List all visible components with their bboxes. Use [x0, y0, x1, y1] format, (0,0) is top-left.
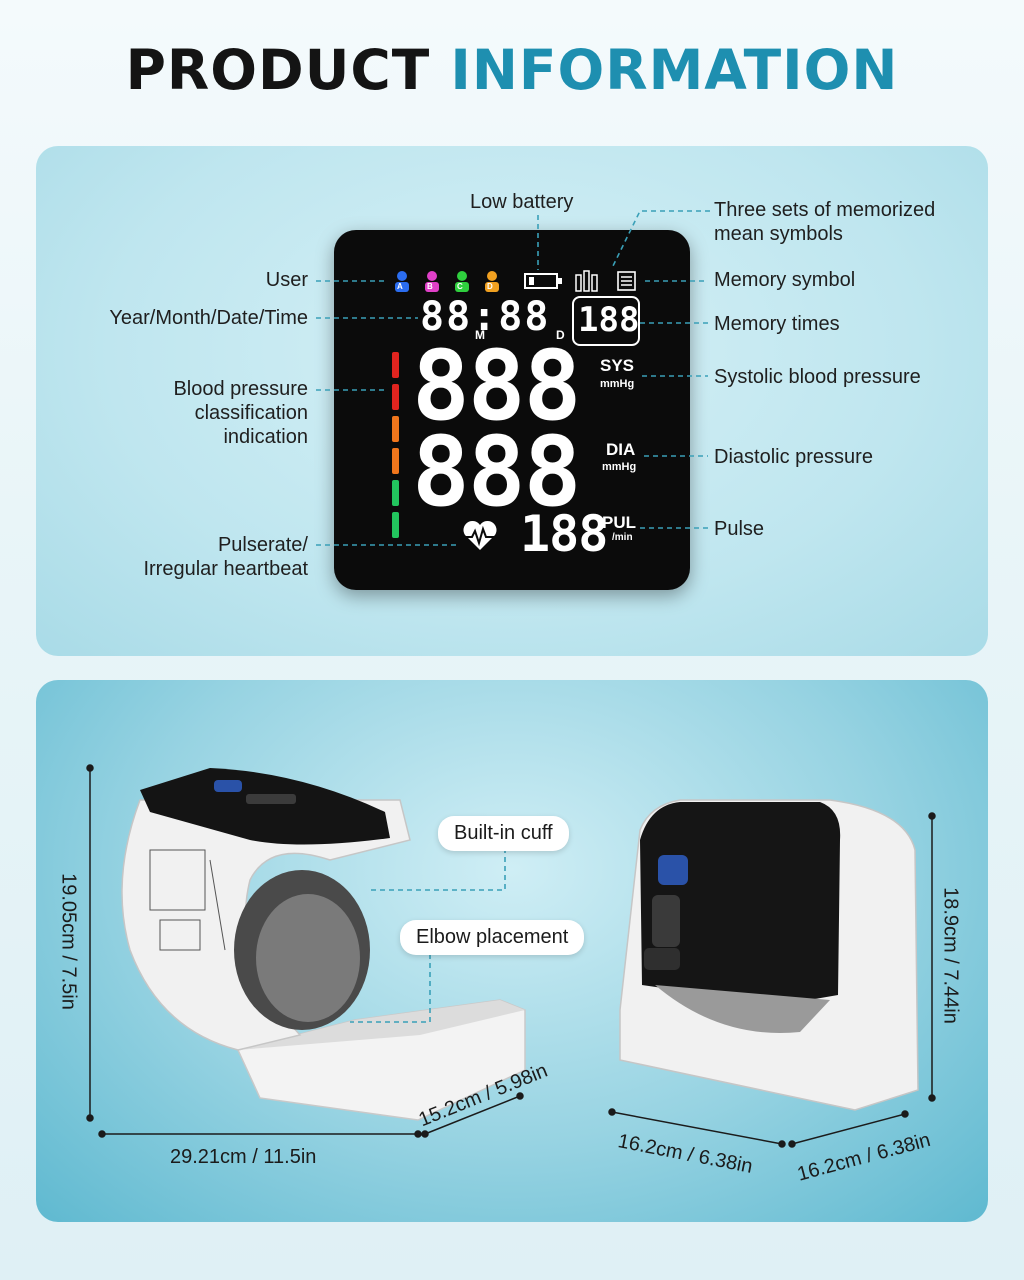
label-user: User: [265, 269, 308, 291]
lcd-screen: A B C D 88:88 M D 188 888 888 SYS mmHg D…: [334, 230, 690, 590]
user-a-icon: [395, 271, 409, 292]
label-systolic: Systolic blood pressure: [714, 366, 921, 388]
sys-digits: 888: [412, 330, 581, 442]
user-b-letter: B: [427, 282, 433, 291]
page-title: PRODUCT INFORMATION: [0, 38, 1024, 102]
label-bp-class-3: indication: [223, 426, 308, 448]
title-product: PRODUCT: [125, 38, 431, 102]
dia-digits: 888: [412, 416, 581, 528]
user-b-icon: [425, 271, 439, 292]
elbow-placement-label: Elbow placement: [400, 920, 585, 955]
user-icons: [395, 271, 499, 292]
month-marker: M: [475, 328, 485, 342]
label-irregular-heartbeat: Irregular heartbeat: [143, 558, 308, 580]
dim-left-height: 19.05cm / 7.5in: [57, 873, 80, 1010]
label-year-month-date-time: Year/Month/Date/Time: [109, 307, 308, 329]
day-marker: D: [556, 328, 565, 342]
sys-unit: mmHg: [600, 378, 635, 390]
bp-classification-bars: [392, 352, 399, 538]
user-c-icon: [455, 271, 469, 292]
heartbeat-icon: [462, 520, 498, 550]
dia-unit: mmHg: [602, 461, 637, 473]
label-bp-class-2: classification: [194, 402, 308, 424]
memory-symbol-icon: [617, 271, 636, 291]
user-d-letter: D: [487, 282, 493, 291]
memory-digits: 188: [578, 300, 640, 340]
time-digits: 88:88: [420, 294, 551, 340]
dia-label: DIA: [606, 440, 636, 459]
built-in-cuff-label: Built-in cuff: [438, 816, 569, 851]
pul-unit: /min: [612, 532, 633, 543]
sys-label: SYS: [600, 356, 635, 375]
label-pulserate: Pulserate/: [217, 534, 308, 556]
title-information: INFORMATION: [450, 38, 899, 102]
label-memory-symbol: Memory symbol: [714, 269, 856, 291]
pulse-digits: 188: [520, 505, 608, 563]
pul-label: PUL: [602, 513, 636, 532]
battery-icon: [524, 273, 562, 289]
user-a-letter: A: [397, 282, 403, 291]
memory-times-box: [572, 296, 640, 346]
user-d-icon: [485, 271, 499, 292]
label-low-battery: Low battery: [470, 191, 574, 213]
label-bp-class-1: Blood pressure: [173, 378, 308, 400]
right-device: [619, 799, 919, 1111]
memorized-mean-icon: [575, 270, 598, 292]
left-device: [121, 768, 526, 1121]
label-pulse: Pulse: [714, 518, 765, 540]
label-diastolic: Diastolic pressure: [714, 446, 873, 468]
label-three-sets: Three sets of memorized mean symbols: [714, 199, 936, 245]
dim-left-width: 29.21cm / 11.5in: [170, 1146, 317, 1168]
user-c-letter: C: [457, 282, 463, 291]
label-memory-times: Memory times: [714, 313, 840, 335]
dim-right-height: 18.9cm / 7.44in: [939, 887, 962, 1024]
callout-lines: [316, 210, 710, 546]
